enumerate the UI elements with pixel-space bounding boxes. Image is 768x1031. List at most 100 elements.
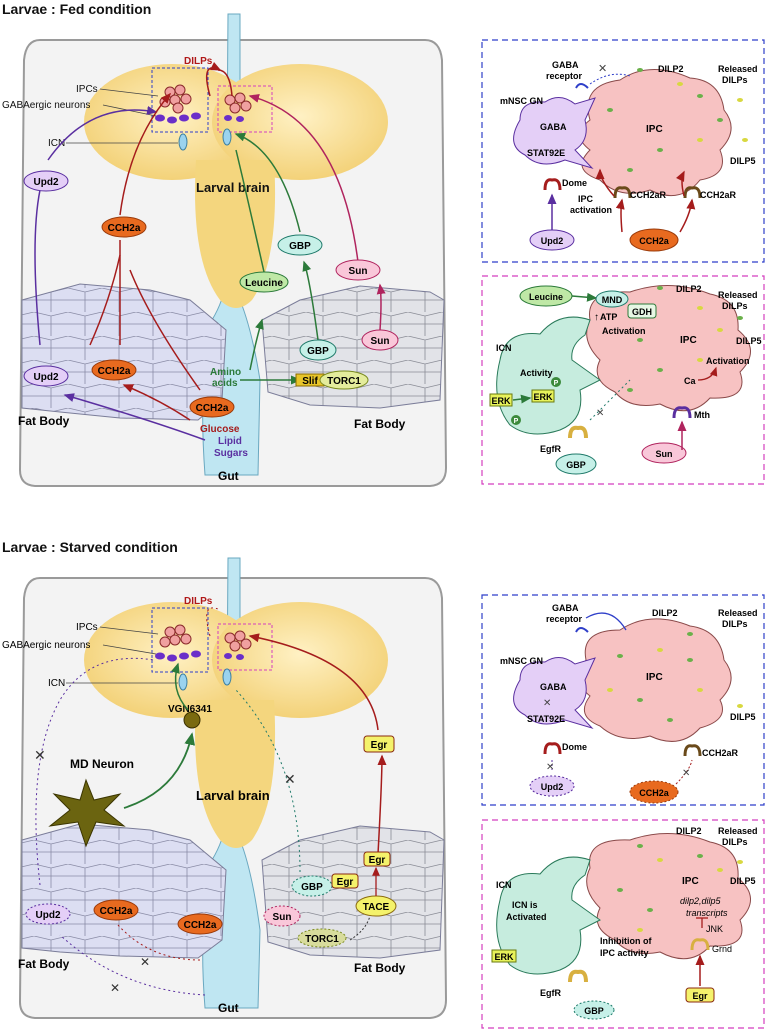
starved-panel-blue xyxy=(481,594,765,806)
starved-pink-grnd: Grnd xyxy=(712,944,732,954)
starved-cch2a-fb-text: CCH2a xyxy=(100,906,133,917)
starved-ipc-box-blue xyxy=(151,607,209,673)
starved-tace-text: TACE xyxy=(363,902,390,913)
fed-sun-arrow xyxy=(376,283,386,331)
fed-pink-icn: ICN xyxy=(496,343,512,353)
fed-pink-egfr: EgfR xyxy=(540,444,561,454)
fed-cch2a-top xyxy=(101,216,147,238)
fed-cch2a-gut-text: CCH2a xyxy=(196,403,229,414)
svg-text:✕: ✕ xyxy=(110,981,120,995)
fed-upd2-fb xyxy=(23,365,69,387)
fed-fat-body-right-text: Fat Body xyxy=(354,417,406,431)
fed-gbp-arrow xyxy=(302,260,319,341)
starved-egr-top-text: Egr xyxy=(371,740,388,751)
svg-text:✕: ✕ xyxy=(140,955,150,969)
fed-panel-pink xyxy=(481,275,765,485)
starved-pink-icnact1: ICN is xyxy=(512,900,538,910)
fed-pink-gbp-text: GBP xyxy=(566,460,586,470)
starved-pink-egfr: EgfR xyxy=(540,988,561,998)
fed-blue-cch2ar2: CCH2aR xyxy=(700,190,737,200)
starved-pink-icnact2: Activated xyxy=(506,912,547,922)
starved-md-neuron xyxy=(48,778,126,848)
fed-blue-dilp5: DILP5 xyxy=(730,156,756,166)
fed-pink-erk1 xyxy=(489,393,513,407)
starved-egr-fb1-text: Egr xyxy=(337,877,354,888)
starved-vgn-neuron xyxy=(183,711,201,729)
fed-blue-gaba-r2: receptor xyxy=(546,71,583,81)
starved-blue-gaba: GABA xyxy=(540,682,567,692)
starved-blue-stat: STAT92E xyxy=(527,714,565,724)
fed-gaba-label: GABAergic neurons xyxy=(2,100,90,111)
fed-blue-gaba-r1: GABA xyxy=(552,60,579,70)
starved-pink-transcripts2: transcripts xyxy=(686,908,728,918)
starved-sun xyxy=(263,905,301,927)
starved-pink-dilp2: DILP2 xyxy=(676,826,702,836)
starved-egr-fb1 xyxy=(331,873,359,889)
starved-md-arrow xyxy=(123,732,196,809)
starved-pink-egr-text: Egr xyxy=(692,991,708,1001)
starved-upd2-text: Upd2 xyxy=(36,910,61,921)
fed-cch2a-fb-text: CCH2a xyxy=(98,366,131,377)
fed-pink-released1: Released xyxy=(718,290,758,300)
starved-pink-granules xyxy=(617,844,743,932)
starved-fat-body-left-text: Fat Body xyxy=(18,957,70,971)
starved-blue-upd2 xyxy=(529,775,575,797)
fed-blue-mnsc-shape xyxy=(513,97,596,170)
starved-blue-gaba-r1: GABA xyxy=(552,603,579,613)
starved-egr-arrow xyxy=(377,754,387,855)
fed-torc1 xyxy=(319,370,369,390)
starved-pink-icn-shape xyxy=(496,856,601,975)
fed-panel-blue xyxy=(481,39,765,263)
fed-blue-released2: DILPs xyxy=(722,75,748,85)
fed-blue-dilp2: DILP2 xyxy=(658,64,684,74)
starved-pink-ipc: IPC xyxy=(682,876,699,887)
fed-fat-body-left-text: Fat Body xyxy=(18,414,70,428)
fed-sun-top-text: Sun xyxy=(349,266,368,277)
fed-cch2a-gut xyxy=(189,396,235,418)
starved-blue-ipc-shape xyxy=(578,618,732,742)
svg-text:✕: ✕ xyxy=(596,408,604,419)
starved-heading: Larvae : Starved condition xyxy=(2,539,178,555)
fed-leucine-text: Leucine xyxy=(245,278,283,289)
fed-dilps-label: DILPs xyxy=(184,56,213,67)
fed-gbp-fb-text: GBP xyxy=(307,346,329,357)
starved-blue-mnsc-shape xyxy=(513,657,596,730)
starved-blue-cch2a xyxy=(629,780,679,804)
starved-gaba-label: GABAergic neurons xyxy=(2,640,90,651)
fed-icn-left xyxy=(178,133,188,151)
starved-vgn-text: VGN6341 xyxy=(168,704,212,715)
starved-cch2a-gut xyxy=(177,913,223,935)
fed-amino-text: Amino xyxy=(210,367,241,378)
fed-blue-cch2ar1: CCH2aR xyxy=(630,190,667,200)
starved-pink-egr xyxy=(685,987,715,1003)
fed-pink-gbp xyxy=(555,453,597,475)
fed-sun-fb xyxy=(361,329,399,351)
fed-upd2-top-text: Upd2 xyxy=(34,177,59,188)
starved-egr-fb2 xyxy=(363,851,391,867)
fed-pink-ipc: IPC xyxy=(680,335,697,346)
fed-pink-released2: DILPs xyxy=(722,301,748,311)
starved-blue-upd2-text: Upd2 xyxy=(541,782,564,792)
fed-slif-text: Slif xyxy=(302,376,318,387)
fed-pink-p2-text: P xyxy=(514,418,519,425)
fed-pink-atp-arrow: ↑ xyxy=(594,312,599,323)
starved-egr-top xyxy=(363,735,395,753)
starved-blue-dilp2: DILP2 xyxy=(652,608,678,618)
starved-section: Larvae : Starved condition xyxy=(2,539,765,1029)
svg-text:✕: ✕ xyxy=(546,762,554,773)
fed-gut-text: Gut xyxy=(218,469,239,483)
starved-blue-dome: Dome xyxy=(562,742,587,752)
fed-pink-erk2-text: ERK xyxy=(533,392,553,402)
starved-fat-body-right-text: Fat Body xyxy=(354,961,406,975)
starved-pink-inhib1: Inhibition of xyxy=(600,936,652,946)
starved-torc1 xyxy=(297,928,347,948)
fed-pink-activation1: Activation xyxy=(602,326,646,336)
starved-blue-ipc: IPC xyxy=(646,672,663,683)
starved-blue-cch2a-text: CCH2a xyxy=(639,788,670,798)
starved-pink-icn: ICN xyxy=(496,880,512,890)
starved-ipc-box-pink xyxy=(217,623,273,671)
starved-gbp-dotted xyxy=(235,689,301,873)
starved-pink-gbp xyxy=(573,1000,615,1020)
fed-gbp-top xyxy=(277,234,323,256)
starved-pink-transcripts1: dilp2,dilp5 xyxy=(680,896,722,906)
